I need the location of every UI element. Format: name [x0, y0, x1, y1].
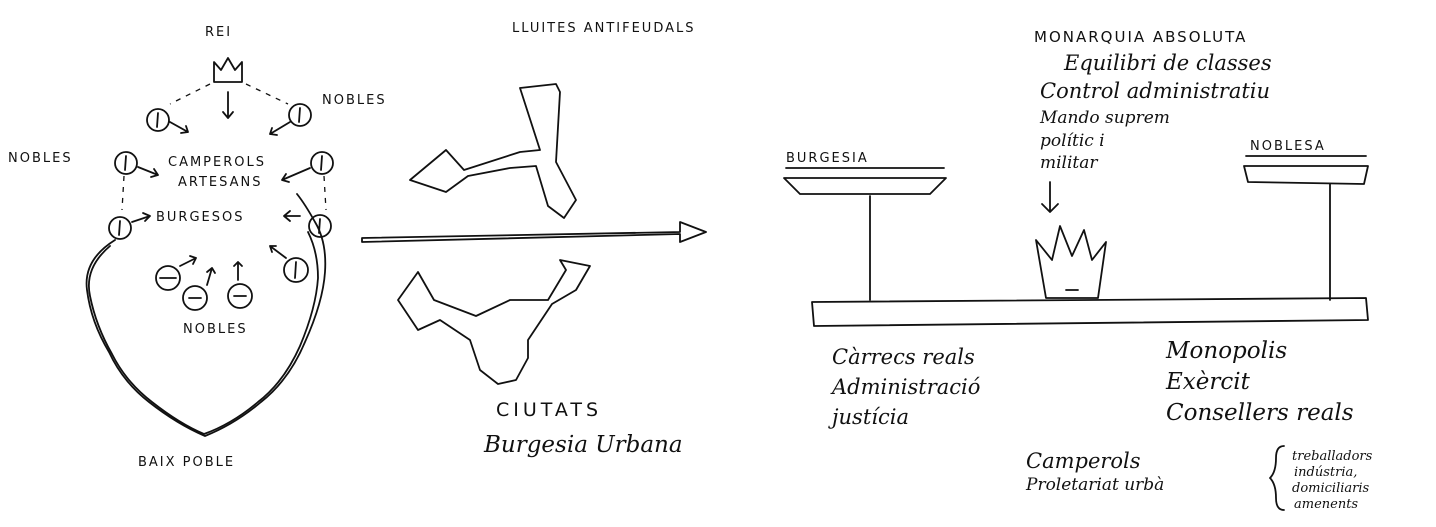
burgesia-urbana-label: Burgesia Urbana [483, 432, 683, 458]
bottom-right-3: domiciliaris [1292, 481, 1370, 496]
camperols-label: CAMPEROLS [168, 155, 266, 170]
right-list-1: Monopolis [1165, 338, 1287, 364]
noble-node [182, 285, 208, 311]
struggles-section: LLUITES ANTIFEUDALS CIUTATS Burgesia Urb… [361, 21, 707, 458]
bottom-right-1: treballadors [1292, 449, 1373, 464]
bottom-right-2: indústria, [1294, 465, 1357, 480]
noble-node [114, 151, 138, 175]
upper-arrows-icon [409, 83, 577, 219]
nobles-top-right-label: NOBLES [322, 93, 387, 108]
feature-4: polític i [1040, 131, 1105, 151]
right-list-3: Consellers reals [1166, 400, 1354, 426]
left-list-1: Càrrecs reals [832, 345, 975, 369]
left-pan [783, 177, 947, 195]
crown-icon [1035, 225, 1107, 299]
bottom-right-4: amenents [1294, 497, 1358, 512]
horizontal-arrow-icon [361, 221, 707, 243]
crown-icon [213, 57, 243, 83]
noblesa-pan-label: NOBLESA [1250, 139, 1326, 154]
nobles-left-label: NOBLES [8, 151, 73, 166]
noble-node [146, 108, 170, 132]
left-list-2: Administració [830, 375, 980, 399]
noble-node [227, 283, 253, 309]
feature-3: Mando suprem [1039, 108, 1170, 128]
noble-node [310, 151, 334, 175]
lower-arrows-icon [397, 259, 591, 385]
feudal-scheme: REI NOBLES NOBLES CAMPEROLS ARTESANS BUR… [8, 25, 387, 470]
feature-1: Equilibri de classes [1063, 51, 1272, 75]
artesans-label: ARTESANS [178, 175, 263, 190]
king-label: REI [205, 25, 232, 40]
feature-5: militar [1040, 153, 1098, 173]
burgesos-label: BURGESOS [156, 210, 245, 225]
left-list-3: justícia [828, 405, 909, 429]
noble-node [288, 103, 312, 127]
noble-node [283, 257, 309, 283]
ciutats-label: CIUTATS [496, 399, 602, 421]
bottom-left-1: Camperols [1026, 449, 1141, 473]
nobles-bottom-label: NOBLES [183, 322, 248, 337]
monarchy-title: MONARQUIA ABSOLUTA [1034, 28, 1247, 46]
baix-poble-chain [85, 193, 327, 437]
bottom-left-2: Proletariat urbà [1025, 475, 1164, 495]
struggles-title: LLUITES ANTIFEUDALS [512, 21, 696, 36]
burgesia-pan-label: BURGESIA [786, 151, 869, 166]
scale-beam [811, 297, 1369, 327]
noble-node [108, 216, 132, 240]
absolute-monarchy-scheme: MONARQUIA ABSOLUTA Equilibri de classes … [783, 28, 1373, 512]
baix-poble-label: BAIX POBLE [138, 455, 235, 470]
feature-2: Control administratiu [1040, 79, 1270, 103]
noble-node [155, 265, 181, 291]
right-pan [1243, 165, 1369, 185]
right-list-2: Exèrcit [1165, 369, 1251, 395]
